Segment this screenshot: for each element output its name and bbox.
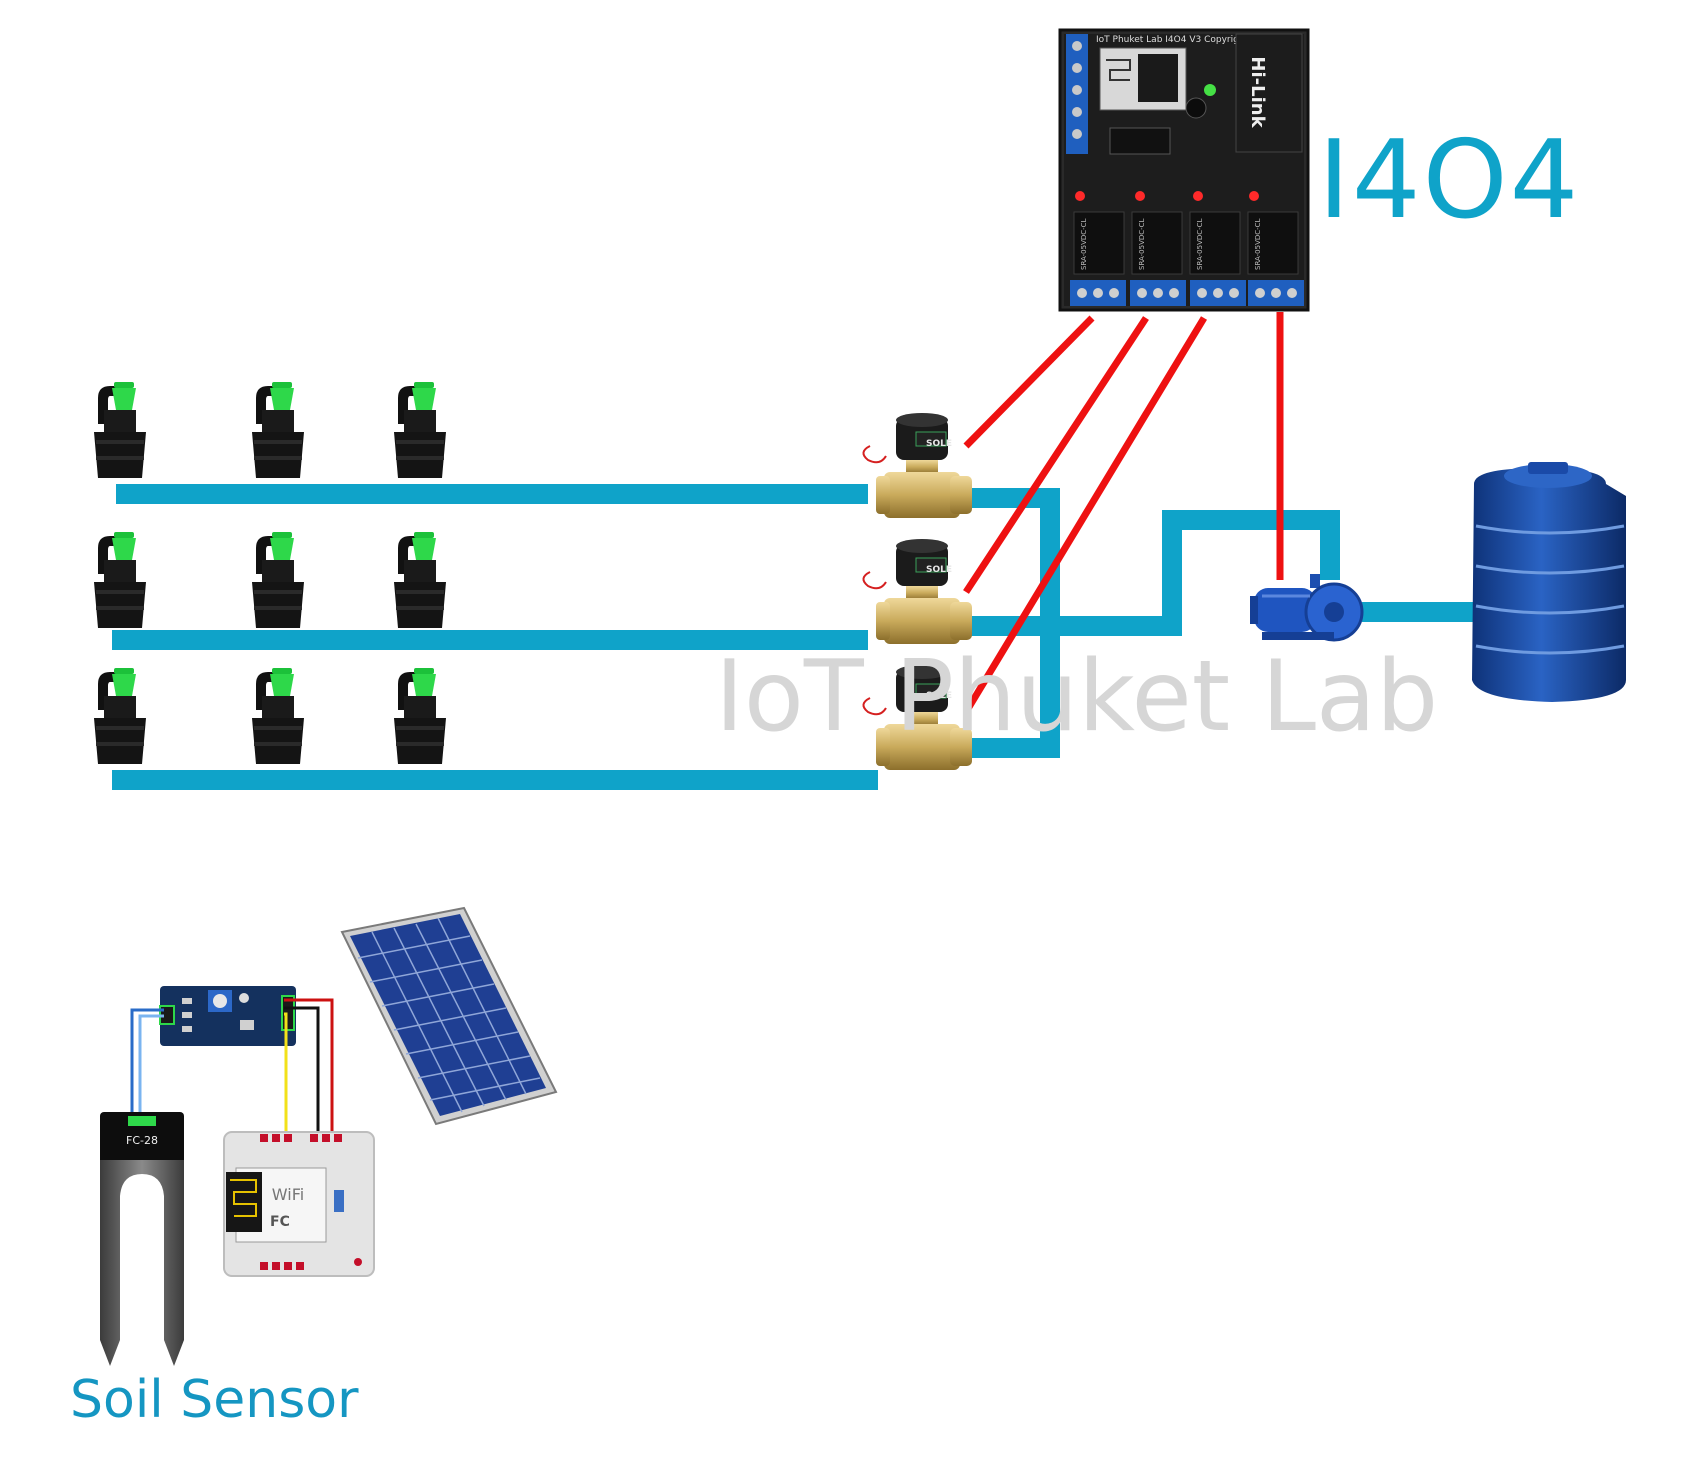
controller-board: IoT Phuket Lab I4O4 V3 Copyright Hi-Link… <box>1058 28 1310 312</box>
relay-4-model: SRA-05VDC-CL <box>1254 218 1262 270</box>
output-terminals <box>1070 280 1304 306</box>
sensor-module-icon <box>159 986 296 1046</box>
sprinkler-icon <box>94 668 146 764</box>
valve-1-brand: SOLE <box>926 439 952 449</box>
probe-model: FC-28 <box>126 1134 158 1147</box>
sprinkler-row-1 <box>94 382 446 478</box>
board-header-text: IoT Phuket Lab I4O4 V3 Copyright <box>1096 35 1249 45</box>
relay-2-model: SRA-05VDC-CL <box>1138 218 1146 270</box>
watermark: IoT Phuket Lab <box>715 640 1439 754</box>
sprinkler-icon <box>94 532 146 628</box>
sensor-wires <box>130 998 334 1134</box>
water-tank-icon <box>1472 462 1626 702</box>
solar-panel-icon <box>340 906 558 1126</box>
valve-2-brand: SOLE <box>926 565 952 575</box>
wifi-node-icon: WiFi FC <box>223 1131 375 1277</box>
control-wires <box>963 312 1284 714</box>
controller-label: I4O4 <box>1318 118 1581 243</box>
sprinkler-icon <box>394 668 446 764</box>
wifi-label: WiFi <box>272 1185 304 1204</box>
relay-3-model: SRA-05VDC-CL <box>1196 218 1204 270</box>
sprinkler-icon <box>252 668 304 764</box>
sprinkler-row-3 <box>94 668 446 764</box>
fc-mark: FC <box>270 1214 290 1230</box>
water-pump-icon <box>1250 574 1364 642</box>
relay-1-model: SRA-05VDC-CL <box>1080 218 1088 270</box>
valve-3-brand: SOLE <box>926 691 952 701</box>
wire-relay-2 <box>963 316 1149 594</box>
sprinkler-icon <box>94 382 146 478</box>
soil-probe-icon: FC-28 <box>100 1112 184 1366</box>
sprinkler-icon <box>394 532 446 628</box>
solenoid-valve-1 <box>862 412 973 519</box>
wire-relay-3 <box>963 316 1207 714</box>
sprinkler-icon <box>394 382 446 478</box>
sprinkler-row-2 <box>94 532 446 628</box>
solenoid-valve-2 <box>862 538 973 645</box>
sprinkler-icon <box>252 532 304 628</box>
psu-brand: Hi-Link <box>1247 56 1268 128</box>
pipe-to-pump <box>1050 510 1340 636</box>
soil-sensor-label: Soil Sensor <box>70 1370 359 1430</box>
wire-relay-1 <box>963 315 1095 449</box>
sprinkler-icon <box>252 382 304 478</box>
